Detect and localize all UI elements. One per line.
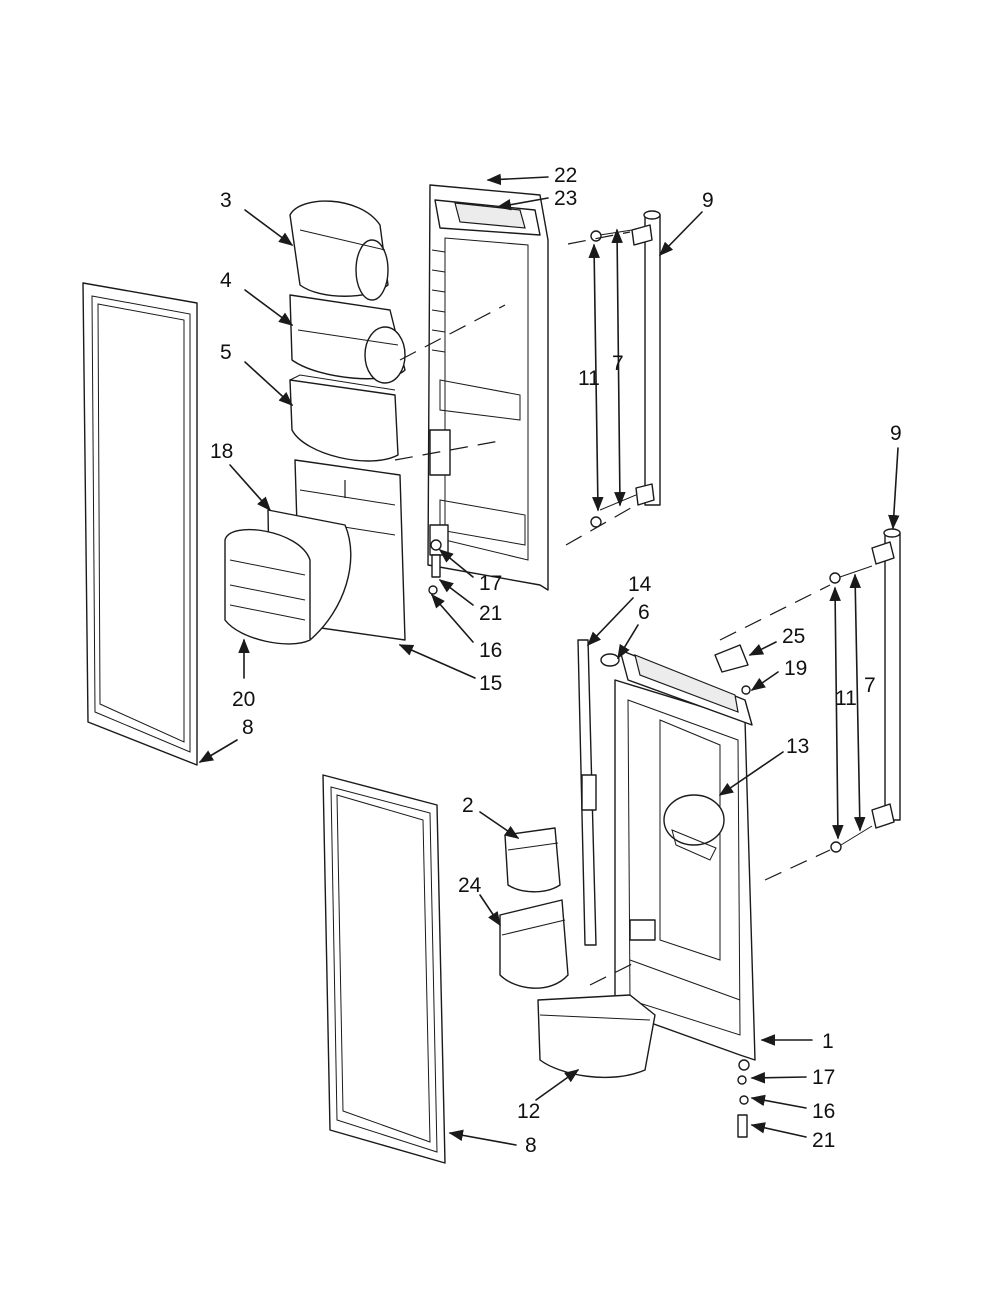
callout-9-lower: 9 (890, 422, 902, 445)
callout-22: 22 (554, 164, 577, 187)
dispenser-assembly (224, 459, 406, 645)
part-8-lower-gasket (322, 774, 446, 1164)
callout-8: 8 (242, 716, 254, 739)
callout-3: 3 (220, 189, 232, 212)
part-8-upper-gasket (82, 282, 198, 766)
callout-17-lower: 17 (812, 1066, 835, 1089)
callout-24: 24 (458, 874, 482, 897)
callout-11-lower: 11 (835, 687, 857, 710)
part-12-bin (537, 959, 656, 1079)
callout-17: 17 (479, 572, 502, 595)
callout-21-lower: 21 (812, 1129, 835, 1152)
part-14-rail (577, 639, 597, 946)
callout-16-lower: 16 (812, 1100, 835, 1123)
lower-hinge-parts (737, 1059, 750, 1138)
leader-lines (198, 173, 900, 1146)
part-24-bin (499, 899, 569, 989)
callout-labels: 22 23 3 9 4 5 11 7 18 17 21 16 15 20 8 9… (210, 164, 902, 1157)
part-2-bin (504, 827, 561, 893)
callout-16: 16 (479, 639, 502, 662)
callout-7: 7 (612, 352, 624, 375)
callout-23: 23 (554, 187, 577, 210)
upper-handle (565, 210, 661, 546)
upper-door-liner (427, 184, 549, 591)
callout-20: 20 (232, 688, 255, 711)
callout-4: 4 (220, 269, 232, 292)
callout-8-lower: 8 (525, 1134, 537, 1157)
callout-9: 9 (702, 189, 714, 212)
callout-1: 1 (822, 1030, 834, 1053)
callout-12: 12 (517, 1100, 540, 1123)
part-5-door-bin (289, 374, 506, 462)
lower-handle (719, 528, 901, 881)
callout-7-lower: 7 (864, 674, 876, 697)
callout-19: 19 (784, 657, 807, 680)
part-4-tray (289, 294, 506, 384)
callout-2: 2 (462, 794, 474, 817)
callout-25: 25 (782, 625, 805, 648)
callout-5: 5 (220, 341, 232, 364)
callout-14: 14 (628, 573, 652, 596)
upper-hinge-parts (428, 539, 442, 595)
small-parts-top (600, 644, 751, 695)
part-3-ice-bin (289, 200, 389, 301)
lower-door-liner (614, 649, 756, 1061)
callout-11: 11 (578, 367, 600, 390)
callout-18: 18 (210, 440, 233, 463)
callout-13: 13 (786, 735, 809, 758)
callout-15: 15 (479, 672, 502, 695)
callout-21: 21 (479, 602, 502, 625)
callout-6: 6 (638, 601, 650, 624)
